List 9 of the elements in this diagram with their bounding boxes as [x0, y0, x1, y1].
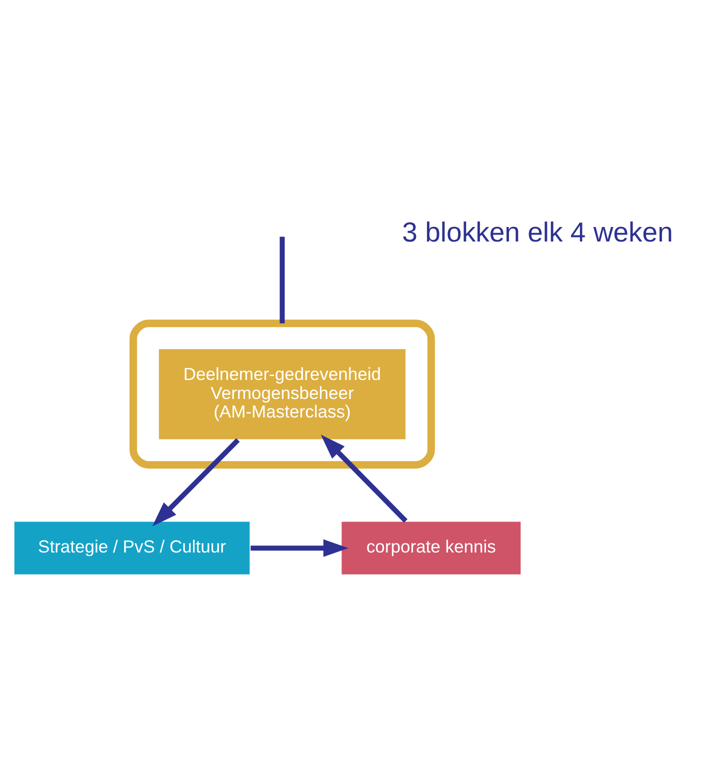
label: 3 blokken elk 4 weken: [402, 216, 673, 248]
arrow: [250, 539, 348, 557]
cluster: [130, 320, 435, 469]
node-box: Strategie / PvS / Cultuur: [13, 520, 251, 576]
arrow: [152, 438, 240, 526]
arrow: [320, 434, 408, 523]
node-box: corporate kennis: [340, 520, 522, 576]
node-box: Deelnemer-gedrevenheid Vermogensbeheer (AM-Masterclass): [158, 348, 407, 440]
connector: [280, 236, 285, 324]
